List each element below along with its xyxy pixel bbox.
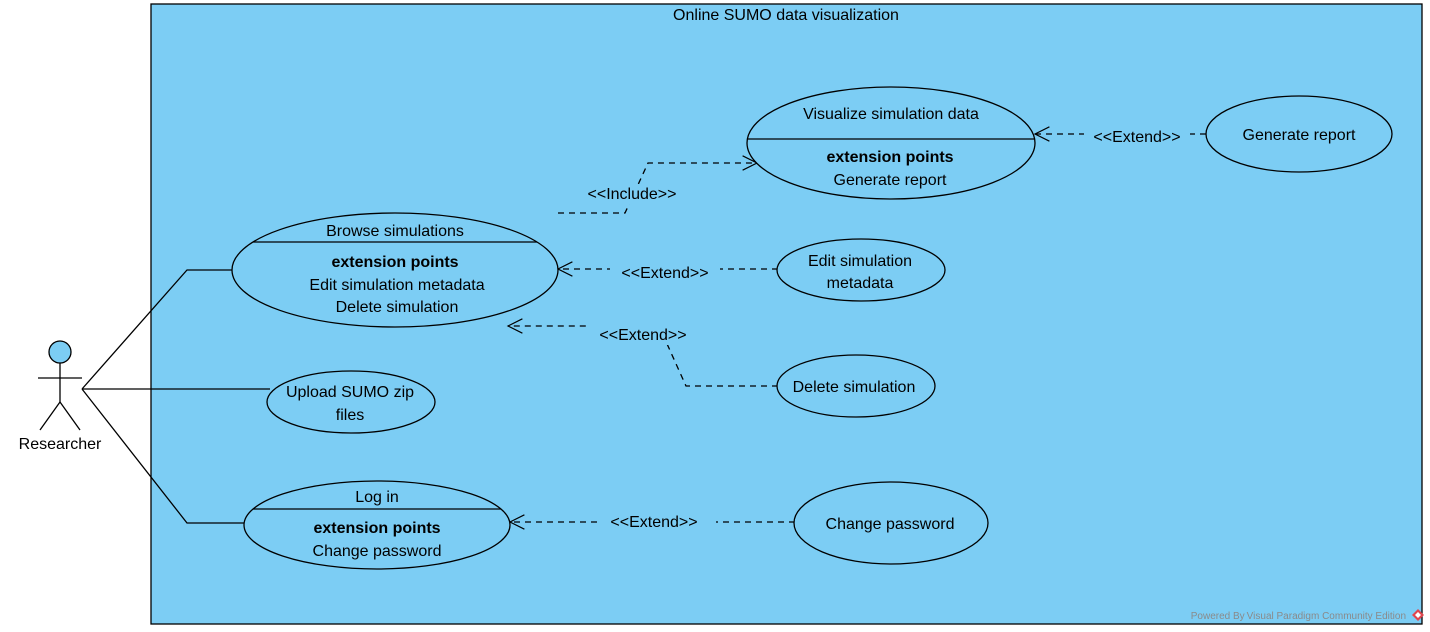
- extend-label-report: <<Extend>>: [1093, 129, 1180, 146]
- delete-simulation-name: Delete simulation: [793, 379, 916, 396]
- use-case-upload[interactable]: Upload SUMO zip files: [266, 370, 436, 434]
- actor-name: Researcher: [19, 436, 102, 453]
- extend-label-delete-bg: [590, 323, 696, 345]
- use-case-generate-report[interactable]: Generate report: [1205, 95, 1393, 173]
- browse-ext-heading: extension points: [331, 254, 458, 271]
- edit-metadata-ellipse: [776, 238, 946, 302]
- extend-label-delete: <<Extend>>: [599, 327, 686, 344]
- actor-left-leg: [39, 401, 61, 431]
- login-ext-heading: extension points: [313, 520, 440, 537]
- browse-ext-point-2: Delete simulation: [336, 299, 459, 316]
- upload-ellipse: [266, 370, 436, 434]
- edit-metadata-line-1: Edit simulation: [808, 253, 912, 270]
- visual-paradigm-logo-icon: [1412, 609, 1424, 621]
- extend-label-edit: <<Extend>>: [621, 265, 708, 282]
- extend-connector-delete: [506, 318, 778, 387]
- edit-metadata-line-2: metadata: [827, 275, 894, 292]
- login-ext-point: Change password: [313, 543, 442, 560]
- generate-report-name: Generate report: [1243, 127, 1357, 144]
- use-case-change-password[interactable]: Change password: [793, 481, 989, 565]
- change-password-name: Change password: [826, 516, 955, 533]
- include-label-bg: [582, 184, 682, 204]
- visualize-ext-point: Generate report: [834, 172, 948, 189]
- extend-label-edit-bg: [610, 262, 720, 282]
- actor-head: [48, 340, 72, 364]
- use-case-visualize[interactable]: Visualize simulation data extension poin…: [746, 86, 1036, 200]
- generate-report-ellipse: [1205, 95, 1393, 173]
- extend-label-password: <<Extend>>: [610, 514, 697, 531]
- browse-ext-point-1: Edit simulation metadata: [309, 277, 484, 294]
- delete-simulation-ellipse: [776, 354, 936, 418]
- watermark-text: Powered By Visual Paradigm Community Edi…: [1191, 611, 1406, 622]
- include-label: <<Include>>: [588, 186, 677, 203]
- extend-label-report-bg: [1084, 127, 1190, 147]
- upload-line-2: files: [336, 407, 364, 424]
- visualize-name: Visualize simulation data: [803, 106, 979, 123]
- extend-label-password-bg: [600, 511, 716, 533]
- use-case-login[interactable]: Log in extension points Change password: [243, 480, 511, 570]
- browse-name: Browse simulations: [326, 223, 464, 240]
- use-case-browse[interactable]: Browse simulations extension points Edit…: [231, 212, 559, 328]
- visualize-ext-heading: extension points: [826, 149, 953, 166]
- login-ellipse: [243, 480, 511, 570]
- change-password-ellipse: [793, 481, 989, 565]
- system-title: Online SUMO data visualization: [673, 7, 899, 24]
- association-login: [81, 388, 245, 524]
- visualize-ellipse: [746, 86, 1036, 200]
- watermark: Powered By Visual Paradigm Community Edi…: [1191, 609, 1424, 622]
- actor-researcher[interactable]: Researcher: [19, 340, 102, 453]
- login-name: Log in: [355, 489, 399, 506]
- association-browse: [81, 269, 232, 390]
- upload-line-1: Upload SUMO zip: [286, 384, 414, 401]
- use-case-delete-simulation[interactable]: Delete simulation: [776, 354, 936, 418]
- use-case-edit-metadata[interactable]: Edit simulation metadata: [776, 238, 946, 302]
- include-connector: [558, 155, 759, 214]
- actor-right-leg: [59, 401, 81, 431]
